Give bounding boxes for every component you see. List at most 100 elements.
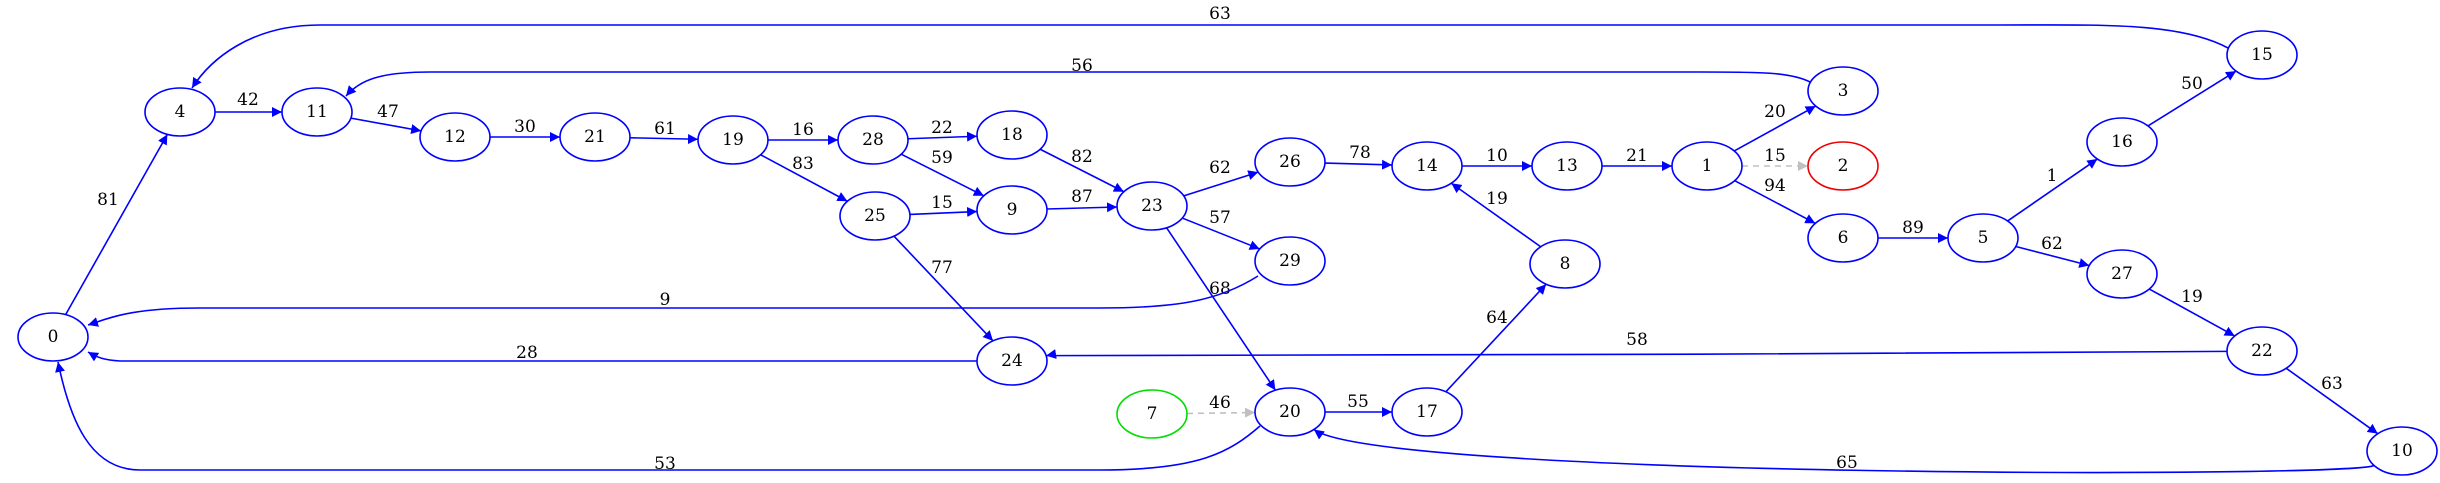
edge-25-to-9: 15 bbox=[909, 193, 978, 217]
edge-line bbox=[1046, 349, 2228, 360]
edge-weight-label: 78 bbox=[1349, 143, 1371, 163]
edge-22-to-24: 58 bbox=[1046, 330, 2228, 360]
node-ellipse bbox=[2226, 30, 2298, 80]
node-label: 0 bbox=[48, 327, 59, 347]
node-21: 21 bbox=[559, 112, 631, 162]
node-label: 22 bbox=[2251, 341, 2273, 361]
edge-17-to-8: 64 bbox=[1445, 283, 1547, 393]
edge-line bbox=[893, 235, 994, 342]
node-ellipse bbox=[1391, 387, 1463, 437]
node-6: 6 bbox=[1807, 213, 1879, 263]
edge-line bbox=[629, 134, 699, 145]
edge-18-to-23: 82 bbox=[1039, 147, 1125, 193]
node-26: 26 bbox=[1254, 137, 1326, 187]
node-ellipse bbox=[2366, 426, 2438, 476]
edge-14-to-13: 10 bbox=[1462, 146, 1532, 171]
edge-weight-label: 22 bbox=[931, 118, 953, 138]
node-1: 1 bbox=[1671, 141, 1743, 191]
node-19: 19 bbox=[697, 115, 769, 165]
edge-line bbox=[909, 206, 978, 217]
node-label: 2 bbox=[1838, 156, 1849, 176]
node-ellipse bbox=[2226, 326, 2298, 376]
node-label: 8 bbox=[1560, 254, 1571, 274]
edge-20-to-0: 53 bbox=[55, 361, 1261, 474]
node-ellipse bbox=[1671, 141, 1743, 191]
edge-weight-label: 15 bbox=[1764, 146, 1786, 166]
edge-weight-label: 59 bbox=[931, 148, 953, 168]
node-ellipse bbox=[839, 191, 911, 241]
edge-weight-label: 10 bbox=[1486, 146, 1508, 166]
edge-27-to-22: 19 bbox=[2148, 287, 2236, 337]
edge-5-to-27: 62 bbox=[2015, 234, 2090, 268]
node-7: 7 bbox=[1116, 389, 1188, 439]
node-label: 27 bbox=[2111, 264, 2133, 284]
edge-weight-label: 1 bbox=[2047, 166, 2058, 186]
edge-weight-label: 47 bbox=[377, 102, 399, 122]
edge-line bbox=[2148, 288, 2236, 337]
node-4: 4 bbox=[144, 87, 216, 137]
edge-11-to-12: 47 bbox=[350, 102, 422, 135]
edge-line bbox=[191, 24, 2229, 89]
node-label: 18 bbox=[1001, 125, 1023, 145]
edge-line bbox=[760, 154, 848, 202]
edge-weight-label: 63 bbox=[1209, 4, 1231, 24]
edge-weight-label: 64 bbox=[1486, 308, 1508, 328]
node-29: 29 bbox=[1254, 236, 1326, 286]
edge-line bbox=[87, 351, 977, 362]
edge-line bbox=[1046, 202, 1118, 213]
edge-weight-label: 61 bbox=[654, 119, 676, 139]
node-ellipse bbox=[976, 110, 1048, 160]
edge-28-to-18: 22 bbox=[907, 118, 978, 142]
edge-weight-label: 63 bbox=[2321, 374, 2343, 394]
node-13: 13 bbox=[1531, 141, 1603, 191]
node-label: 25 bbox=[864, 206, 886, 226]
node-28: 28 bbox=[837, 115, 909, 165]
node-ellipse bbox=[1947, 213, 2019, 263]
edge-weight-label: 62 bbox=[1209, 158, 1231, 178]
edge-weight-label: 28 bbox=[516, 343, 538, 363]
edge-1-to-3: 20 bbox=[1733, 102, 1817, 152]
node-ellipse bbox=[281, 87, 353, 137]
edge-weight-label: 57 bbox=[1209, 208, 1231, 228]
node-label: 21 bbox=[584, 127, 606, 147]
node-ellipse bbox=[837, 115, 909, 165]
edge-4-to-11: 42 bbox=[215, 90, 282, 117]
node-ellipse bbox=[1807, 141, 1879, 191]
node-label: 15 bbox=[2251, 45, 2273, 65]
edge-weight-label: 62 bbox=[2041, 234, 2063, 254]
edge-8-to-14: 19 bbox=[1450, 182, 1542, 248]
edge-weight-label: 65 bbox=[1836, 453, 1858, 473]
edge-23-to-26: 62 bbox=[1183, 158, 1259, 197]
edge-26-to-14: 78 bbox=[1324, 143, 1393, 170]
edge-3-to-11: 56 bbox=[345, 56, 1811, 97]
edge-line bbox=[345, 71, 1811, 97]
edge-7-to-20: 46 bbox=[1186, 393, 1256, 418]
edge-16-to-15: 50 bbox=[2147, 70, 2237, 127]
node-label: 19 bbox=[722, 130, 744, 150]
edge-weight-label: 94 bbox=[1764, 176, 1786, 196]
edge-weight-label: 81 bbox=[97, 190, 119, 210]
edge-line bbox=[1183, 170, 1259, 197]
node-24: 24 bbox=[976, 336, 1048, 386]
edge-weight-label: 15 bbox=[931, 193, 953, 213]
node-label: 16 bbox=[2111, 132, 2133, 152]
edge-line bbox=[1324, 159, 1393, 170]
node-20: 20 bbox=[1254, 387, 1326, 437]
node-label: 26 bbox=[1279, 152, 1301, 172]
edge-line bbox=[2015, 245, 2090, 268]
node-ellipse bbox=[1529, 239, 1601, 289]
node-ellipse bbox=[2086, 117, 2158, 167]
edge-line bbox=[1450, 182, 1542, 248]
node-ellipse bbox=[1531, 141, 1603, 191]
node-label: 4 bbox=[175, 102, 186, 122]
edge-29-to-0: 9 bbox=[87, 275, 1259, 327]
edge-line bbox=[2007, 158, 2098, 222]
node-ellipse bbox=[1116, 389, 1188, 439]
node-ellipse bbox=[1116, 181, 1188, 231]
node-3: 3 bbox=[1807, 66, 1879, 116]
edge-line bbox=[350, 117, 422, 135]
node-label: 1 bbox=[1702, 156, 1713, 176]
edge-5-to-16: 1 bbox=[2007, 158, 2098, 222]
node-11: 11 bbox=[281, 87, 353, 137]
